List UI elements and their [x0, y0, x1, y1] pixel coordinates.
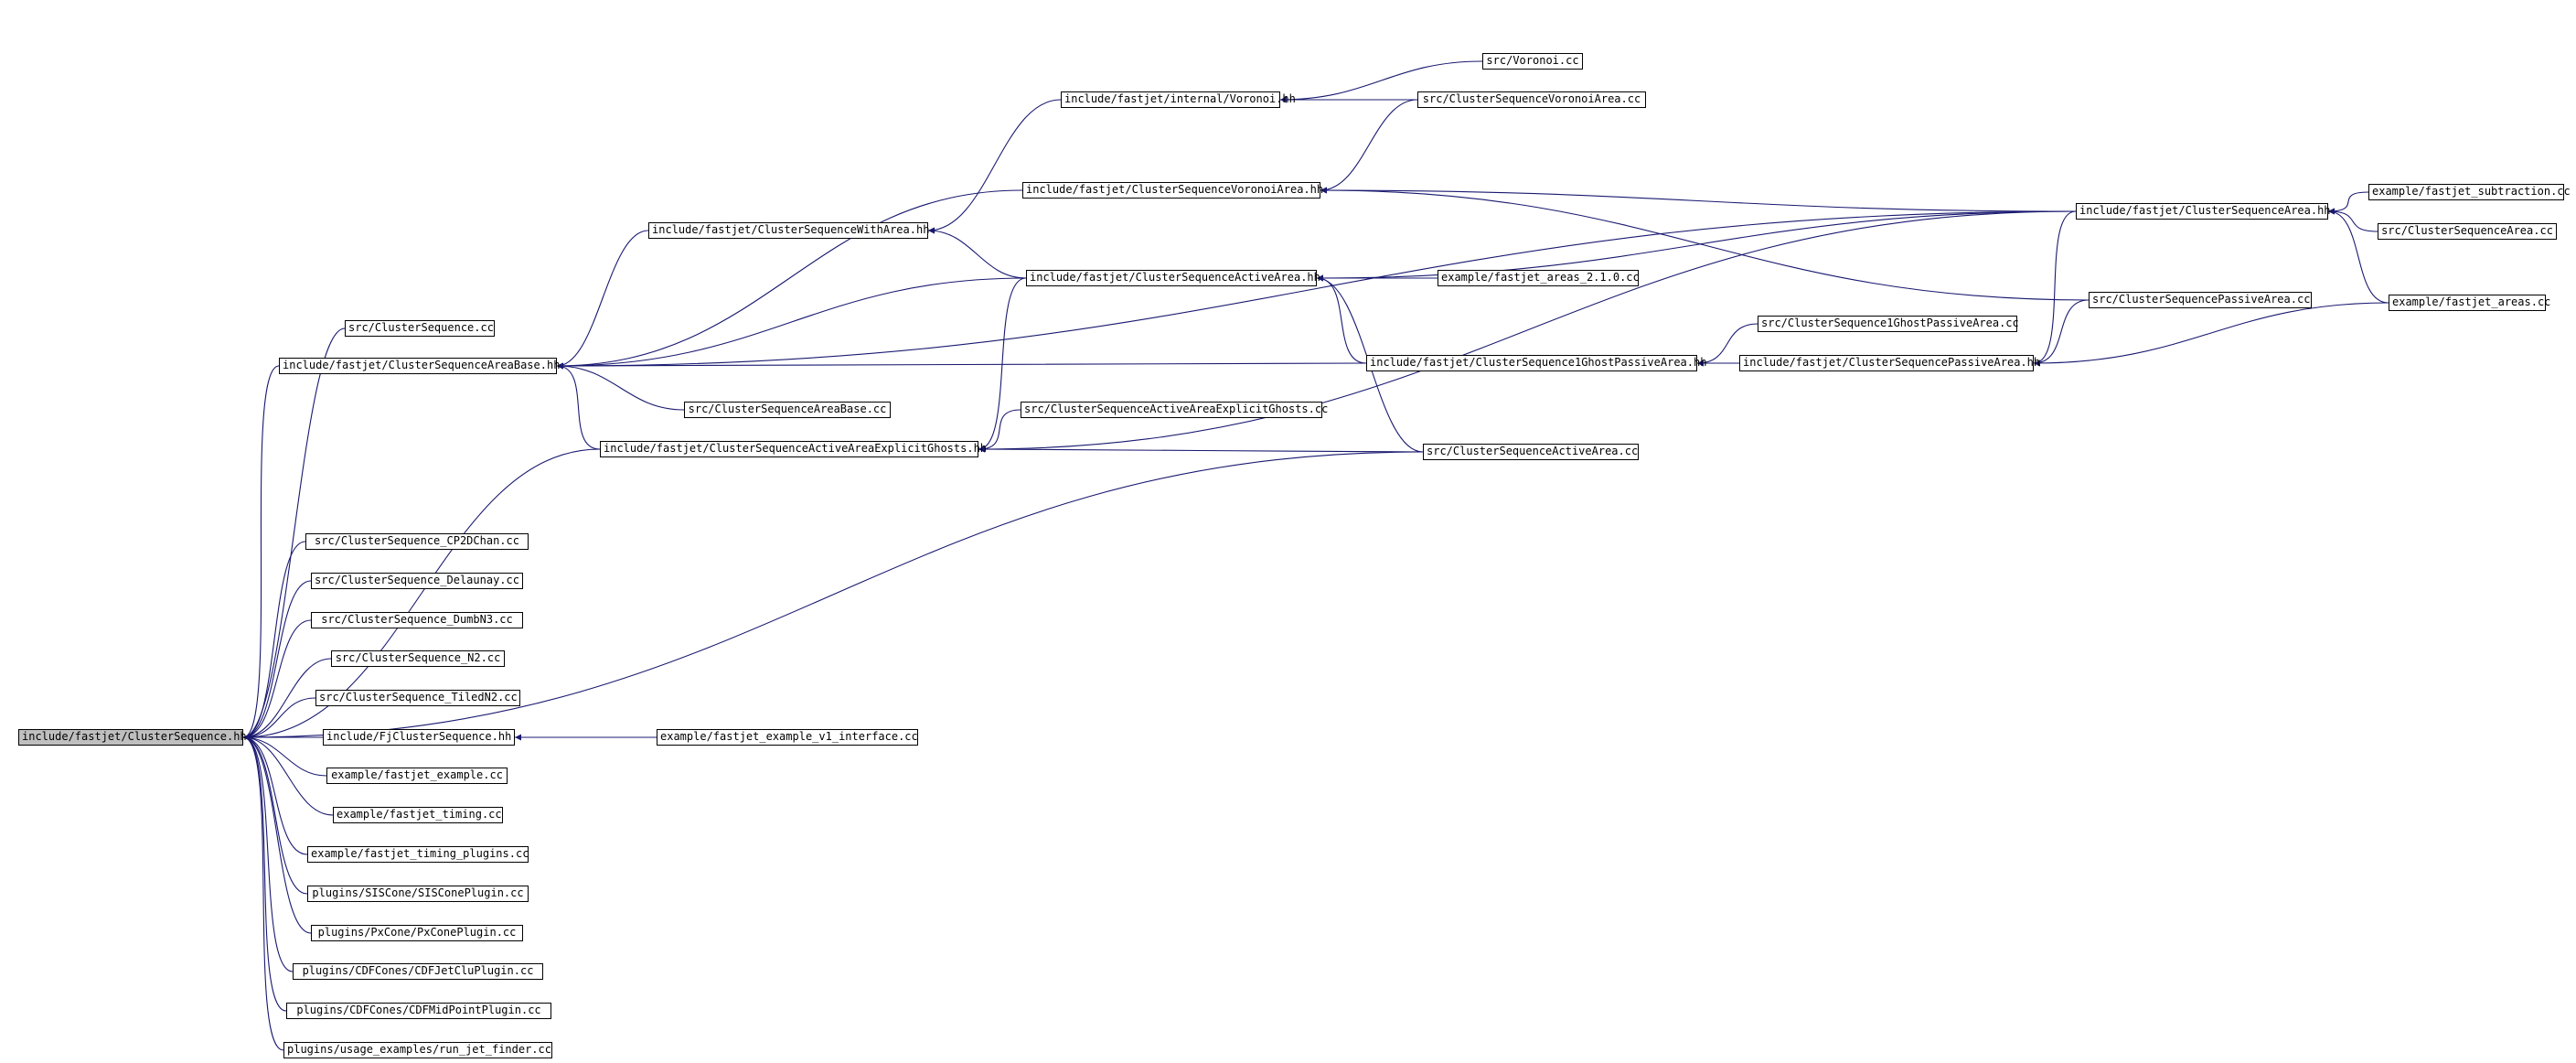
edge-cdfjetclu-to-root [242, 734, 294, 972]
edge-csaa_hh-to-csab_hh [556, 277, 1027, 370]
edge-csaa_hh-to-cswa_hh [927, 227, 1027, 279]
node-ex-subtraction[interactable]: example/fastjet_subtraction.cc [2368, 184, 2571, 200]
edge-run_jet_finder-to-root [242, 734, 284, 1051]
edge-cs1gpa_hh-to-csaa_hh [1316, 274, 1367, 364]
edge-n2_cc-to-root [242, 658, 332, 741]
edge-cs1gpa_cc-to-cs1gpa_hh [1696, 323, 1758, 367]
node-ex-timing-plugins[interactable]: example/fastjet_timing_plugins.cc [307, 846, 529, 863]
edge-csaaeg_hh-to-csab_hh [556, 362, 601, 450]
node-ex-areas[interactable]: example/fastjet_areas.cc [2389, 295, 2550, 311]
node-dumbn3-cc[interactable]: src/ClusterSequence_DumbN3.cc [311, 612, 523, 628]
node-voronoi-hh[interactable]: include/fastjet/internal/Voronoi.hh [1061, 91, 1296, 108]
node-cs-cc[interactable]: src/ClusterSequence.cc [345, 320, 495, 337]
node-delaunay-cc[interactable]: src/ClusterSequence_Delaunay.cc [311, 573, 523, 589]
node-cdfjetclu[interactable]: plugins/CDFCones/CDFJetCluPlugin.cc [293, 963, 543, 980]
node-csva-hh[interactable]: include/fastjet/ClusterSequenceVoronoiAr… [1022, 182, 1323, 199]
node-siscone[interactable]: plugins/SISCone/SISConePlugin.cc [307, 886, 529, 902]
edge-ex_areas-to-csarea_hh [2327, 208, 2389, 304]
edge-csarea_hh-to-cspa_hh [2033, 210, 2077, 367]
edge-pxcone-to-root [242, 734, 312, 934]
node-root[interactable]: include/fastjet/ClusterSequence.hh [18, 729, 247, 746]
node-csaaeg-hh[interactable]: include/fastjet/ClusterSequenceActiveAre… [600, 441, 987, 457]
node-pxcone[interactable]: plugins/PxCone/PxConePlugin.cc [311, 925, 523, 941]
edge-delaunay_cc-to-root [242, 580, 312, 741]
edge-ex_timing_plugins-to-root [242, 734, 308, 855]
node-tiledn2-cc[interactable]: src/ClusterSequence_TiledN2.cc [315, 690, 520, 706]
node-cspa-hh[interactable]: include/fastjet/ClusterSequencePassiveAr… [1739, 355, 2040, 371]
node-ex-timing[interactable]: example/fastjet_timing.cc [333, 807, 503, 823]
edge-csab_hh-to-root [242, 365, 280, 741]
edge-csva_cc-to-csva_hh [1320, 99, 1418, 194]
edge-ex_areas-to-cspa_hh [2033, 302, 2389, 367]
node-csarea-hh[interactable]: include/fastjet/ClusterSequenceArea.hh [2076, 203, 2331, 220]
node-fjcs-hh[interactable]: include/FjClusterSequence.hh [323, 729, 515, 746]
edge-cswa_hh-to-csab_hh [556, 230, 649, 370]
node-ex-v1[interactable]: example/fastjet_example_v1_interface.cc [657, 729, 918, 746]
edge-cdfmidpoint-to-root [242, 734, 287, 1012]
edge-dumbn3_cc-to-root [242, 619, 312, 741]
edge-tiledn2_cc-to-root [242, 697, 316, 741]
edge-ex_timing-to-root [242, 734, 334, 816]
node-cp2d-cc[interactable]: src/ClusterSequence_CP2DChan.cc [305, 533, 529, 550]
node-csab-hh[interactable]: include/fastjet/ClusterSequenceAreaBase.… [279, 358, 560, 374]
node-ex-areas210[interactable]: example/fastjet_areas_2.1.0.cc [1438, 270, 1640, 286]
edge-siscone-to-root [242, 734, 308, 895]
node-csaa-cc[interactable]: src/ClusterSequenceActiveArea.cc [1423, 444, 1639, 460]
edge-cp2d_cc-to-root [242, 541, 306, 741]
node-cdfmidpoint[interactable]: plugins/CDFCones/CDFMidPointPlugin.cc [286, 1003, 551, 1019]
edge-cspa_cc-to-csva_hh [1320, 187, 2090, 301]
edge-csarea_hh-to-csva_hh [1320, 187, 2077, 212]
edge-ex_subtraction-to-csarea_hh [2327, 191, 2369, 215]
edge-ex_example-to-root [242, 734, 327, 777]
edge-voronoi_cc-to-voronoi_hh [1279, 60, 1483, 103]
edge-csaa_cc-to-csaaeg_hh [978, 446, 1424, 453]
edge-csaaeg_hh-to-root [242, 448, 601, 741]
node-run-jet-finder[interactable]: plugins/usage_examples/run_jet_finder.cc [283, 1042, 552, 1058]
node-cspa-cc[interactable]: src/ClusterSequencePassiveArea.cc [2089, 292, 2312, 308]
node-csaa-hh[interactable]: include/fastjet/ClusterSequenceActiveAre… [1026, 270, 1320, 286]
edge-cspa_cc-to-cspa_hh [2033, 299, 2090, 367]
edge-csarea_hh-to-csaaeg_hh [978, 210, 2077, 453]
edge-csarea_hh-to-csab_hh [556, 210, 2077, 370]
node-csab-cc[interactable]: src/ClusterSequenceAreaBase.cc [684, 402, 891, 418]
edge-csarea_cc-to-csarea_hh [2327, 208, 2378, 232]
node-csarea-cc[interactable]: src/ClusterSequenceArea.cc [2378, 223, 2557, 240]
edge-csab_cc-to-csab_hh [556, 362, 685, 411]
node-csaaeg-cc[interactable]: src/ClusterSequenceActiveAreaExplicitGho… [1021, 402, 1328, 418]
node-cswa-hh[interactable]: include/fastjet/ClusterSequenceWithArea.… [648, 222, 929, 239]
node-cs1gpa-cc[interactable]: src/ClusterSequence1GhostPassiveArea.cc [1758, 316, 2019, 332]
node-voronoi-cc[interactable]: src/Voronoi.cc [1482, 53, 1583, 70]
edge-csva_hh-to-csab_hh [556, 189, 1023, 370]
node-ex-example[interactable]: example/fastjet_example.cc [326, 768, 508, 784]
edge-csaa_hh-to-csaaeg_hh [978, 277, 1027, 453]
edge-voronoi_hh-to-cswa_hh [927, 99, 1062, 234]
node-n2-cc[interactable]: src/ClusterSequence_N2.cc [331, 650, 505, 667]
edge-cs1gpa_hh-to-csab_hh [556, 362, 1367, 370]
edge-csaa_cc-to-root [242, 451, 1424, 741]
edge-csaaeg_cc-to-csaaeg_hh [978, 409, 1021, 453]
node-csva-cc[interactable]: src/ClusterSequenceVoronoiArea.cc [1417, 91, 1646, 108]
node-cs1gpa-hh[interactable]: include/fastjet/ClusterSequence1GhostPas… [1366, 355, 1706, 371]
